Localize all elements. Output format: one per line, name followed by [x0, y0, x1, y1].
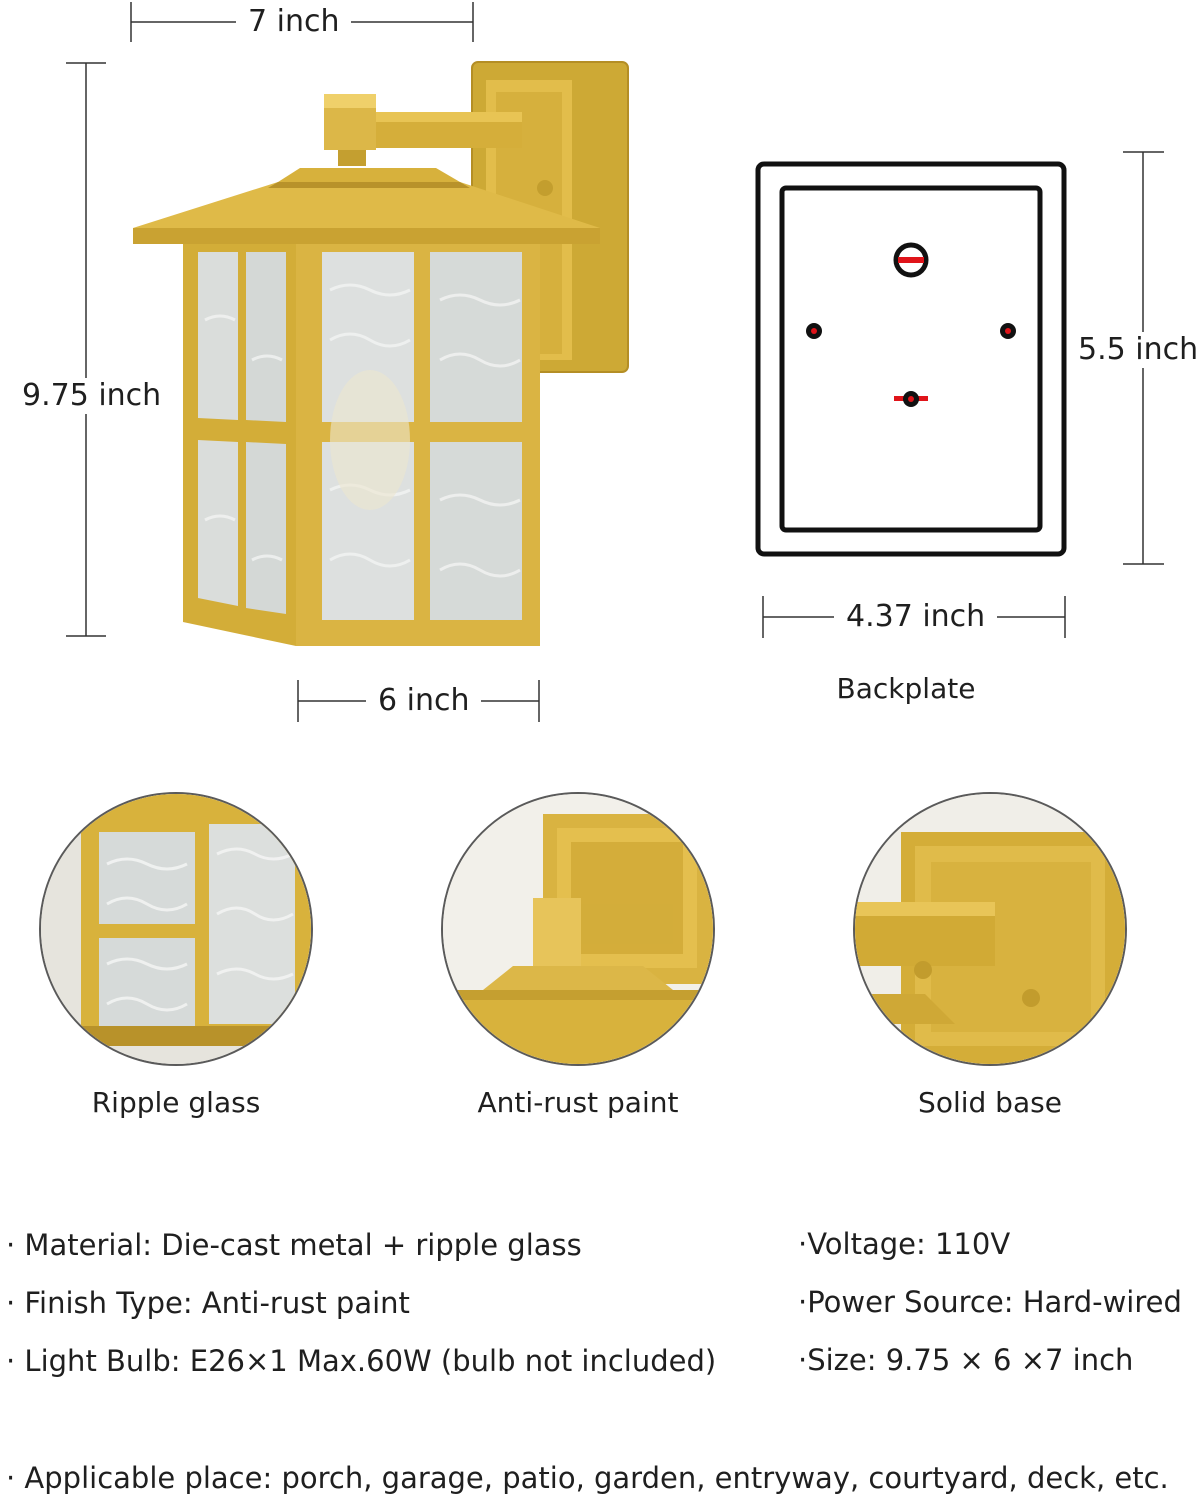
backplate-inner-frame — [779, 185, 1043, 533]
anti-rust-paint-detail — [441, 792, 715, 1066]
backplate-width-label: 4.37 inch — [834, 599, 998, 635]
screw-hole-bottom — [894, 391, 928, 407]
spec-material: · Material: Die-cast metal + ripple glas… — [6, 1228, 582, 1262]
lantern-illustration — [66, 2, 629, 722]
anti-rust-paint-label: Anti-rust paint — [477, 1086, 679, 1119]
backplate-outer-frame — [755, 161, 1067, 557]
ripple-glass-detail — [39, 792, 313, 1066]
backplate-height-label: 5.5 inch — [1076, 332, 1200, 368]
spec-applicable-place: · Applicable place: porch, garage, patio… — [6, 1461, 1169, 1495]
lantern-body — [183, 244, 540, 646]
lantern-roof — [133, 168, 600, 244]
spec-voltage: ·Voltage: 110V — [798, 1227, 1011, 1261]
backplate-label: Backplate — [836, 672, 976, 705]
screw-hole-right — [1000, 323, 1016, 339]
backplate-diagram — [755, 151, 1164, 638]
height-dimension-line — [66, 62, 106, 637]
spec-power-source: ·Power Source: Hard-wired — [798, 1285, 1182, 1319]
solid-base-label: Solid base — [918, 1086, 1062, 1119]
top-width-label: 7 inch — [236, 4, 352, 40]
height-label: 9.75 inch — [10, 378, 174, 414]
spec-size: ·Size: 9.75 × 6 ×7 inch — [798, 1343, 1134, 1377]
screw-hole-top — [893, 242, 929, 278]
bottom-width-label: 6 inch — [366, 683, 482, 719]
ripple-glass-label: Ripple glass — [91, 1086, 261, 1119]
solid-base-detail — [853, 792, 1127, 1066]
screw-hole-left — [806, 323, 822, 339]
lantern-arm — [324, 94, 522, 166]
spec-light-bulb: · Light Bulb: E26×1 Max.60W (bulb not in… — [6, 1344, 717, 1378]
spec-finish-type: · Finish Type: Anti-rust paint — [6, 1286, 410, 1320]
